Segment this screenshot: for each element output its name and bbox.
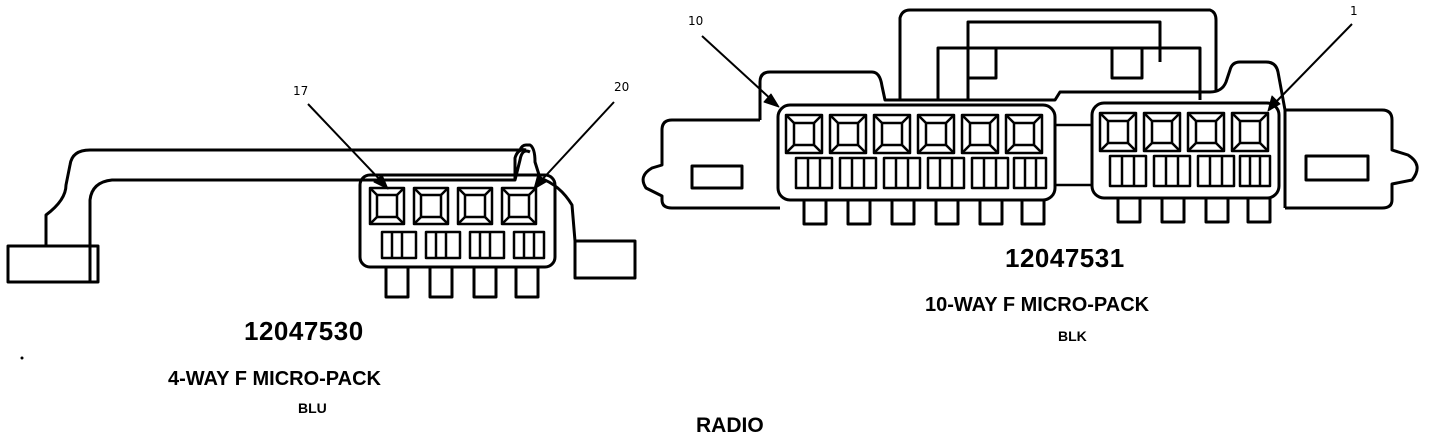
- connector-color-4way: BLU: [298, 400, 327, 416]
- left-flange: [641, 118, 780, 210]
- connector-type-4way: 4-WAY F MICRO-PACK: [168, 368, 381, 390]
- terminal-slots-4: [1108, 154, 1272, 188]
- callout-pin-10: 10: [688, 14, 704, 28]
- callout-pin-20: 20: [614, 80, 630, 94]
- part-number-10way: 12047531: [1005, 243, 1125, 273]
- pin-cavity-row-4: [1098, 111, 1270, 153]
- right-mount-tab: [573, 239, 637, 280]
- pin-housing-6: [776, 103, 1057, 202]
- diagram-title: RADIO: [696, 414, 764, 437]
- lock-frame: [898, 8, 1218, 100]
- callout-pin-1: 1: [1350, 4, 1358, 18]
- terminal-slots-6: [794, 156, 1048, 190]
- connector-color-10way: BLK: [1058, 328, 1087, 344]
- pin-housing: [358, 173, 557, 269]
- connector-10way-drawing: [641, 8, 1419, 226]
- callout-pin-17: 17: [293, 84, 309, 98]
- pin-cavity-row-6: [784, 113, 1044, 155]
- left-mount-tab: [6, 244, 100, 284]
- connector-shell: [758, 60, 1287, 208]
- terminal-slots: [380, 230, 546, 260]
- connector-type-10way: 10-WAY F MICRO-PACK: [925, 294, 1150, 316]
- connector-4way-drawing: [6, 101, 637, 299]
- leader-line-17: [307, 103, 385, 185]
- right-flange: [1285, 108, 1419, 210]
- part-number-4way: 12047530: [244, 316, 364, 346]
- leader-line-20: [537, 101, 615, 185]
- bottom-latches: [802, 196, 1272, 226]
- speck: [20, 356, 24, 360]
- leader-line-1: [1271, 23, 1353, 107]
- leader-line-10: [701, 35, 775, 103]
- pin-cavity-row: [368, 186, 538, 226]
- bottom-latches: [384, 265, 540, 299]
